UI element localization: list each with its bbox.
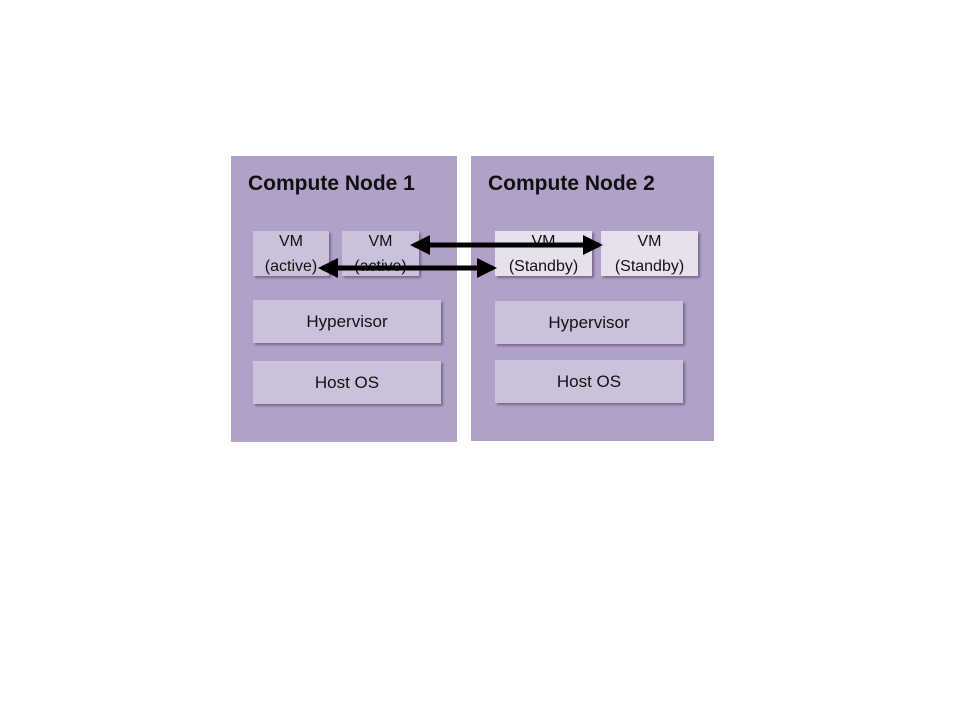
node-2-host-os: Host OS [495,360,683,403]
vm-label: VM [531,232,556,250]
vm-label: VM [279,232,303,250]
node-1-vm-2: VM (active) [342,231,419,276]
vm-status: (Standby) [508,257,579,275]
compute-node-1-title: Compute Node 1 [248,172,415,195]
compute-node-2-title: Compute Node 2 [488,172,655,195]
vm-label: VM [637,232,662,250]
node-2-vm-2: VM (Standby) [601,231,698,276]
vm-status: (Standby) [614,257,685,275]
node-1-hypervisor: Hypervisor [253,300,441,343]
node-1-vm-1: VM (active) [253,231,329,276]
vm-label: VM [368,232,393,250]
node-1-host-os: Host OS [253,361,441,404]
node-2-vm-1: VM (Standby) [495,231,592,276]
node-2-hypervisor: Hypervisor [495,301,683,344]
compute-node-2: Compute Node 2 VM (Standby) VM (Standby)… [471,156,714,441]
compute-node-1: Compute Node 1 VM (active) VM (active) H… [231,156,457,442]
vm-status: (active) [354,257,407,275]
vm-status: (active) [264,257,318,275]
